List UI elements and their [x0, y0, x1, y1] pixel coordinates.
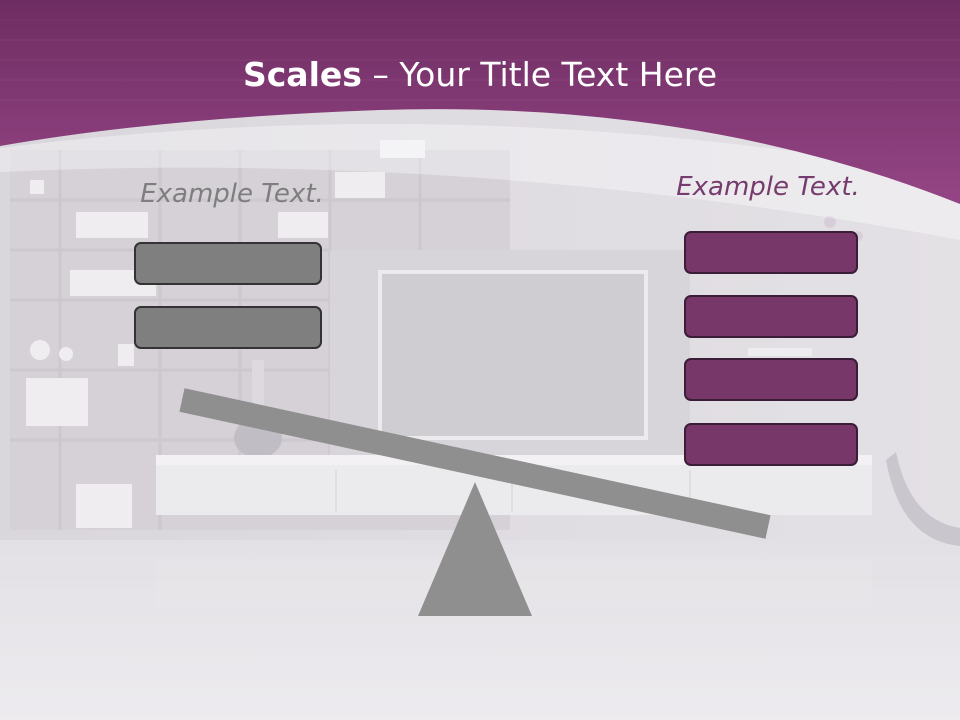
right-box-1[interactable]: [684, 231, 858, 274]
header-band: [0, 0, 960, 240]
right-caption: Example Text.: [676, 172, 860, 202]
scale-beam: [179, 388, 771, 539]
left-box-2[interactable]: [134, 306, 322, 349]
right-box-2[interactable]: [684, 295, 858, 338]
right-box-4[interactable]: [684, 423, 858, 466]
slide-title: Scales – Your Title Text Here: [0, 52, 960, 98]
right-box-3[interactable]: [684, 358, 858, 401]
left-caption: Example Text.: [140, 179, 324, 209]
slide-title-bold: Scales: [242, 55, 362, 94]
slide-title-rest: – Your Title Text Here: [361, 55, 718, 94]
scale-fulcrum: [418, 482, 532, 616]
left-box-1[interactable]: [134, 242, 322, 285]
